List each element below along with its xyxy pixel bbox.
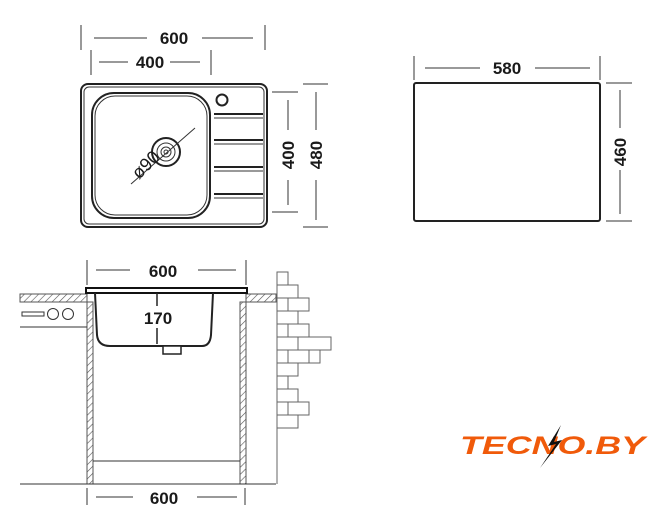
lightning-icon: [540, 425, 562, 468]
tecno-by-logo: TECNO.BY: [460, 425, 648, 468]
overall-depth-label: 480: [307, 141, 326, 169]
countertop-left: [19, 293, 88, 303]
bowl-height-label: 170: [144, 309, 172, 328]
sink-top-view: ø90 600 400 400 480: [80, 25, 328, 228]
side-view: 600 170: [19, 260, 332, 508]
cutout-rectangle: [413, 82, 601, 222]
countertop-right: [245, 293, 277, 303]
sink-bowl: [91, 92, 211, 219]
cutout-width-label: 580: [493, 59, 521, 78]
drain-outlet: [162, 345, 182, 355]
drainboard-ribs: [214, 113, 263, 199]
bowl-width-label: 400: [136, 53, 164, 72]
cutout-depth-label: 460: [611, 138, 630, 166]
bowl-depth-label: 400: [279, 141, 298, 169]
overall-width-label: 600: [160, 29, 188, 48]
sink-bowl-section: [94, 292, 214, 347]
sink-width-label: 600: [149, 262, 177, 281]
cutout-view: 580 460: [413, 56, 632, 222]
stove-icon: [20, 308, 87, 328]
cabinet-wall-right: [239, 301, 247, 485]
drain-diameter-label: ø90: [128, 147, 164, 183]
cabinet-width-label: 600: [150, 489, 178, 508]
tap-hole: [215, 93, 229, 107]
drain-icon: [130, 127, 196, 185]
sink-flange: [85, 287, 248, 294]
sink-outline: [80, 83, 268, 228]
cabinet-wall-left: [86, 301, 94, 485]
brick-wall: [276, 271, 332, 484]
